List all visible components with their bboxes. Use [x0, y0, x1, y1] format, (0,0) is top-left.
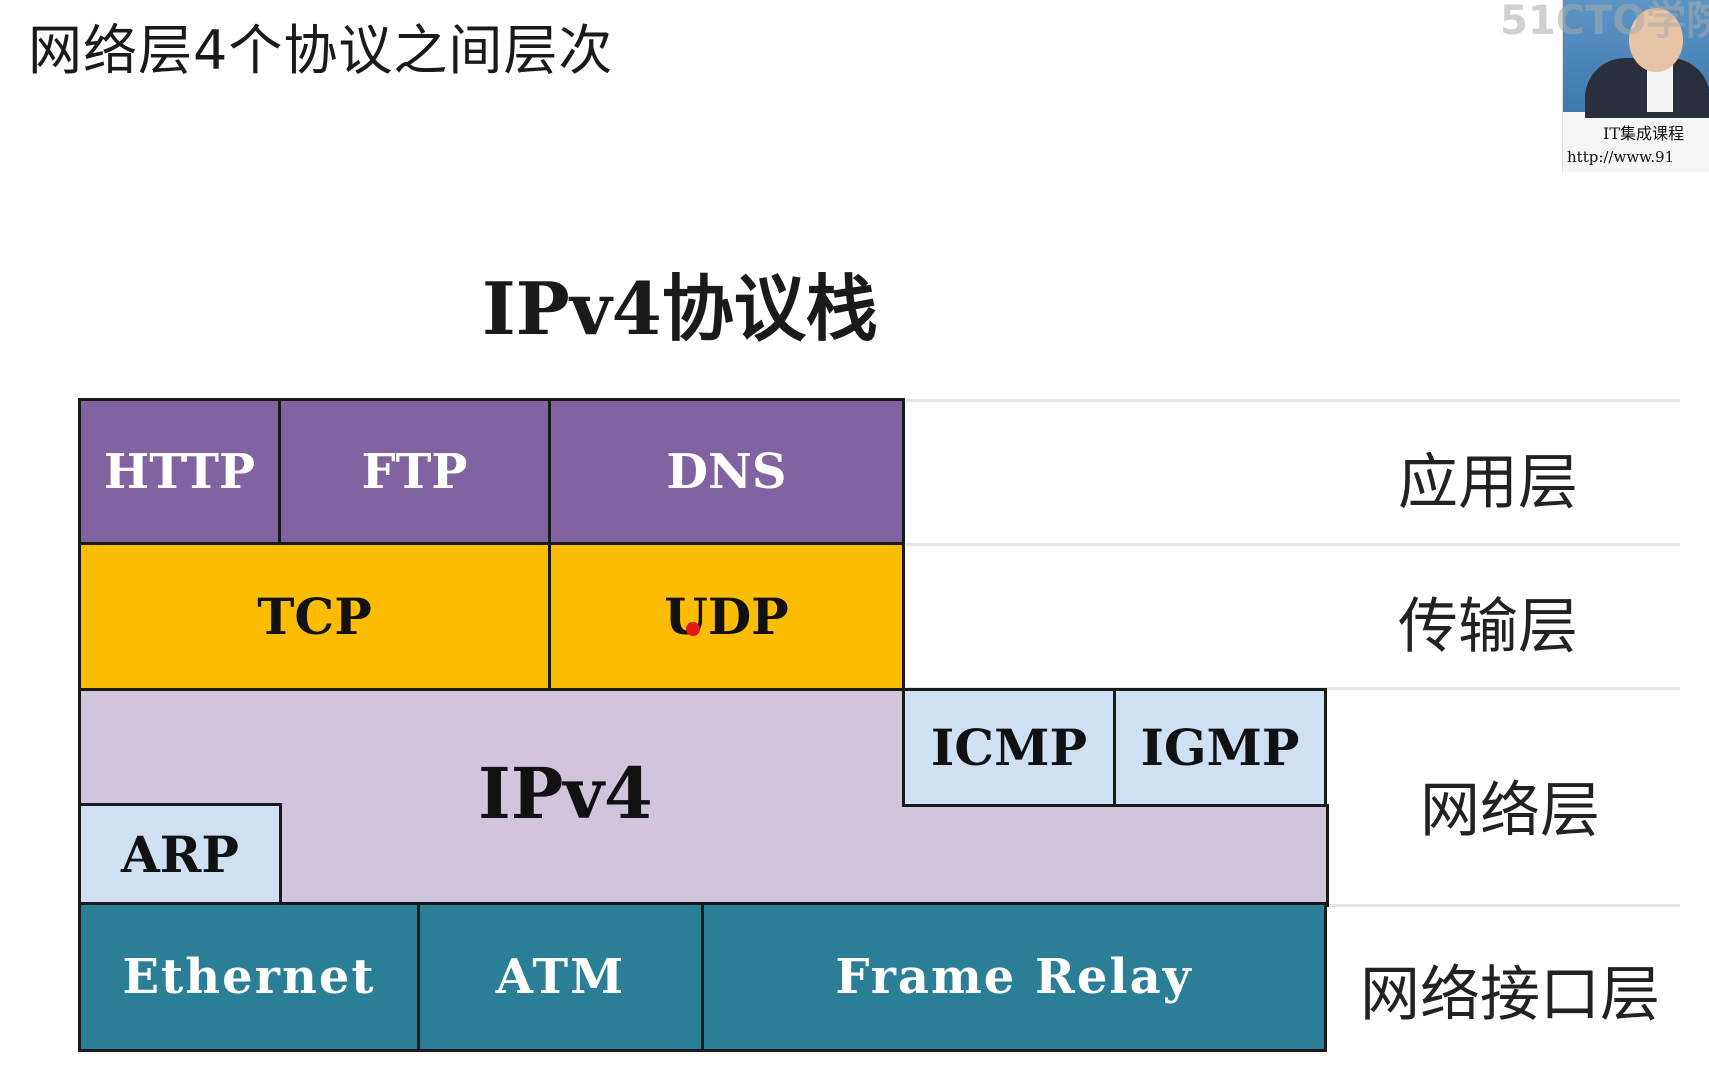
site-watermark: 51CTO学院 — [1500, 0, 1709, 44]
protocol-icmp: ICMP — [902, 688, 1116, 807]
protocol-dns: DNS — [548, 398, 905, 545]
ipv4-region-upper — [78, 688, 908, 809]
presenter-video-thumbnail: IT集成课程 http://www.91 — [1562, 0, 1709, 172]
protocol-http: HTTP — [78, 398, 281, 545]
protocol-ftp: FTP — [278, 398, 551, 545]
protocol-atm: ATM — [417, 902, 704, 1052]
protocol-arp: ARP — [78, 803, 282, 905]
protocol-frame-relay: Frame Relay — [701, 902, 1327, 1052]
presenter-photo — [1563, 0, 1709, 118]
layer-label-interface: 网络接口层 — [1360, 960, 1660, 1030]
thumb-caption-url: http://www.91 — [1567, 148, 1675, 166]
protocol-ethernet: Ethernet — [78, 902, 420, 1052]
pointer-dot — [686, 622, 700, 636]
row-divider — [906, 399, 1680, 402]
protocol-igmp: IGMP — [1113, 688, 1327, 807]
protocol-ipv4: IPv4 — [478, 752, 653, 835]
protocol-tcp: TCP — [78, 542, 551, 691]
layer-label-application: 应用层 — [1398, 448, 1578, 518]
layer-label-transport: 传输层 — [1398, 592, 1578, 662]
row-divider — [906, 543, 1680, 546]
layer-label-network: 网络层 — [1420, 776, 1600, 846]
slide-title: 网络层4个协议之间层次 — [28, 19, 614, 82]
diagram-title: IPv4协议栈 — [482, 266, 878, 351]
row-divider — [1330, 904, 1680, 907]
protocol-udp: UDP — [548, 542, 905, 691]
thumb-caption-title: IT集成课程 — [1603, 124, 1684, 143]
